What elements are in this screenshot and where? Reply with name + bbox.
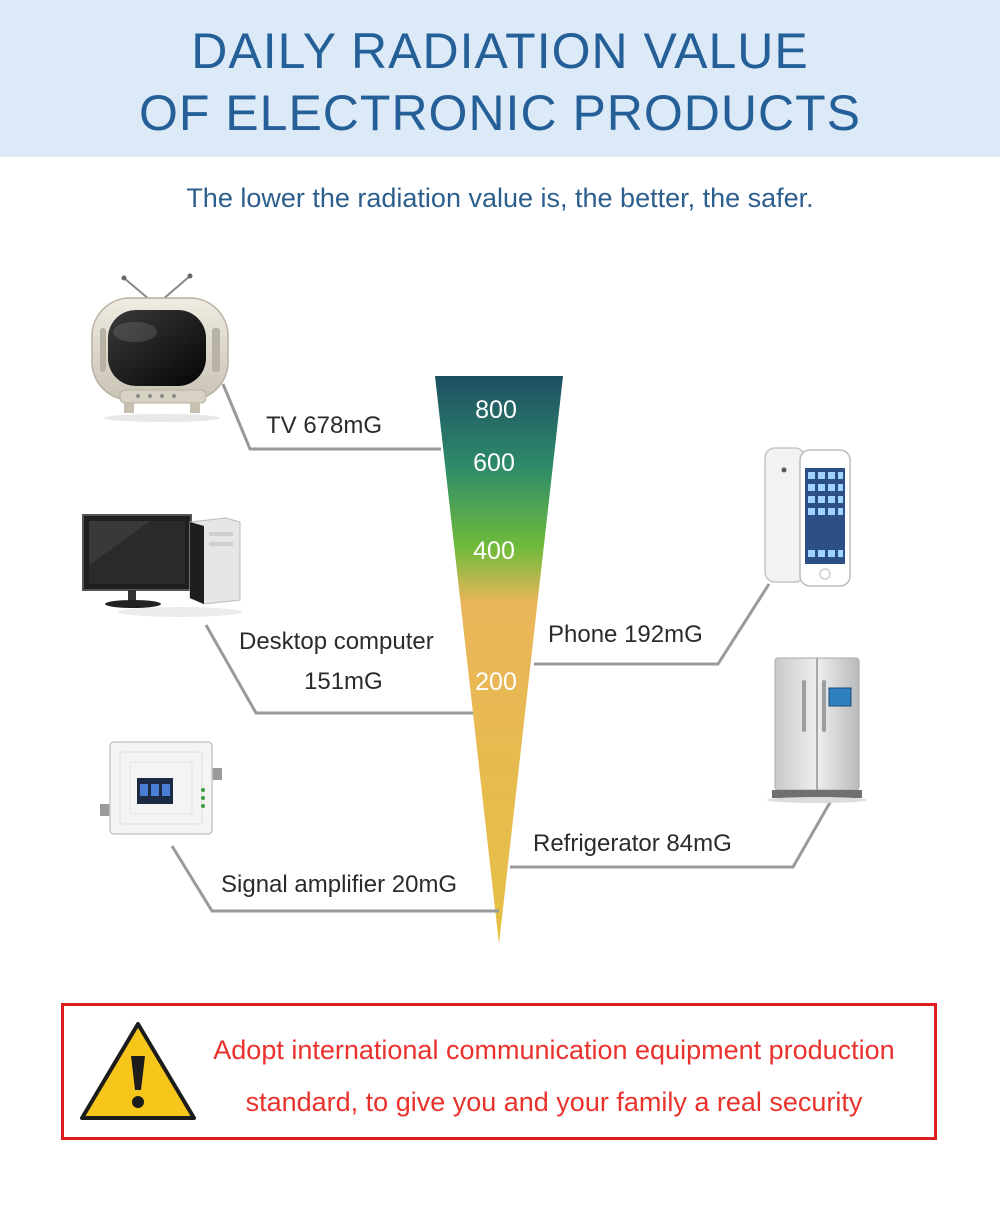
desktop-connector <box>204 624 473 715</box>
header-banner: DAILY RADIATION VALUE OF ELECTRONIC PROD… <box>0 0 1000 157</box>
refrigerator-label: Refrigerator 84mG <box>533 830 732 857</box>
tv-connector <box>221 383 441 451</box>
scale-tick-600: 600 <box>473 449 515 477</box>
scale-tick-200: 200 <box>475 668 517 696</box>
desktop-label-value: 151mG <box>304 668 383 695</box>
smartphone-icon <box>764 447 851 587</box>
radiation-graphic <box>82 273 867 944</box>
signal-amplifier-icon <box>100 741 222 835</box>
signal-amplifier-label: Signal amplifier 20mG <box>221 871 458 898</box>
tv-icon <box>91 273 229 422</box>
warning-triangle-icon <box>80 1022 196 1120</box>
subtitle: The lower the radiation value is, the be… <box>186 183 814 213</box>
phone-connector <box>534 583 771 666</box>
page-title-line1: DAILY RADIATION VALUE <box>191 23 809 79</box>
fridge-connector <box>510 798 834 869</box>
desktop-icon <box>82 514 242 617</box>
connector-lines <box>170 383 834 913</box>
radiation-cone <box>435 376 563 944</box>
refrigerator-icon <box>767 657 867 803</box>
warning-text-line2: standard, to give you and your family a … <box>245 1087 863 1117</box>
desktop-label-name: Desktop computer <box>239 628 434 655</box>
page-title-line2: OF ELECTRONIC PRODUCTS <box>138 85 862 141</box>
scale-tick-400: 400 <box>473 537 515 565</box>
phone-label: Phone 192mG <box>548 621 703 648</box>
signal-connector <box>170 845 499 913</box>
warning-text-line1: Adopt international communication equipm… <box>213 1035 895 1065</box>
warning-box: Adopt international communication equipm… <box>61 1003 937 1140</box>
scale-tick-800: 800 <box>475 396 517 424</box>
tv-label: TV 678mG <box>266 412 383 439</box>
